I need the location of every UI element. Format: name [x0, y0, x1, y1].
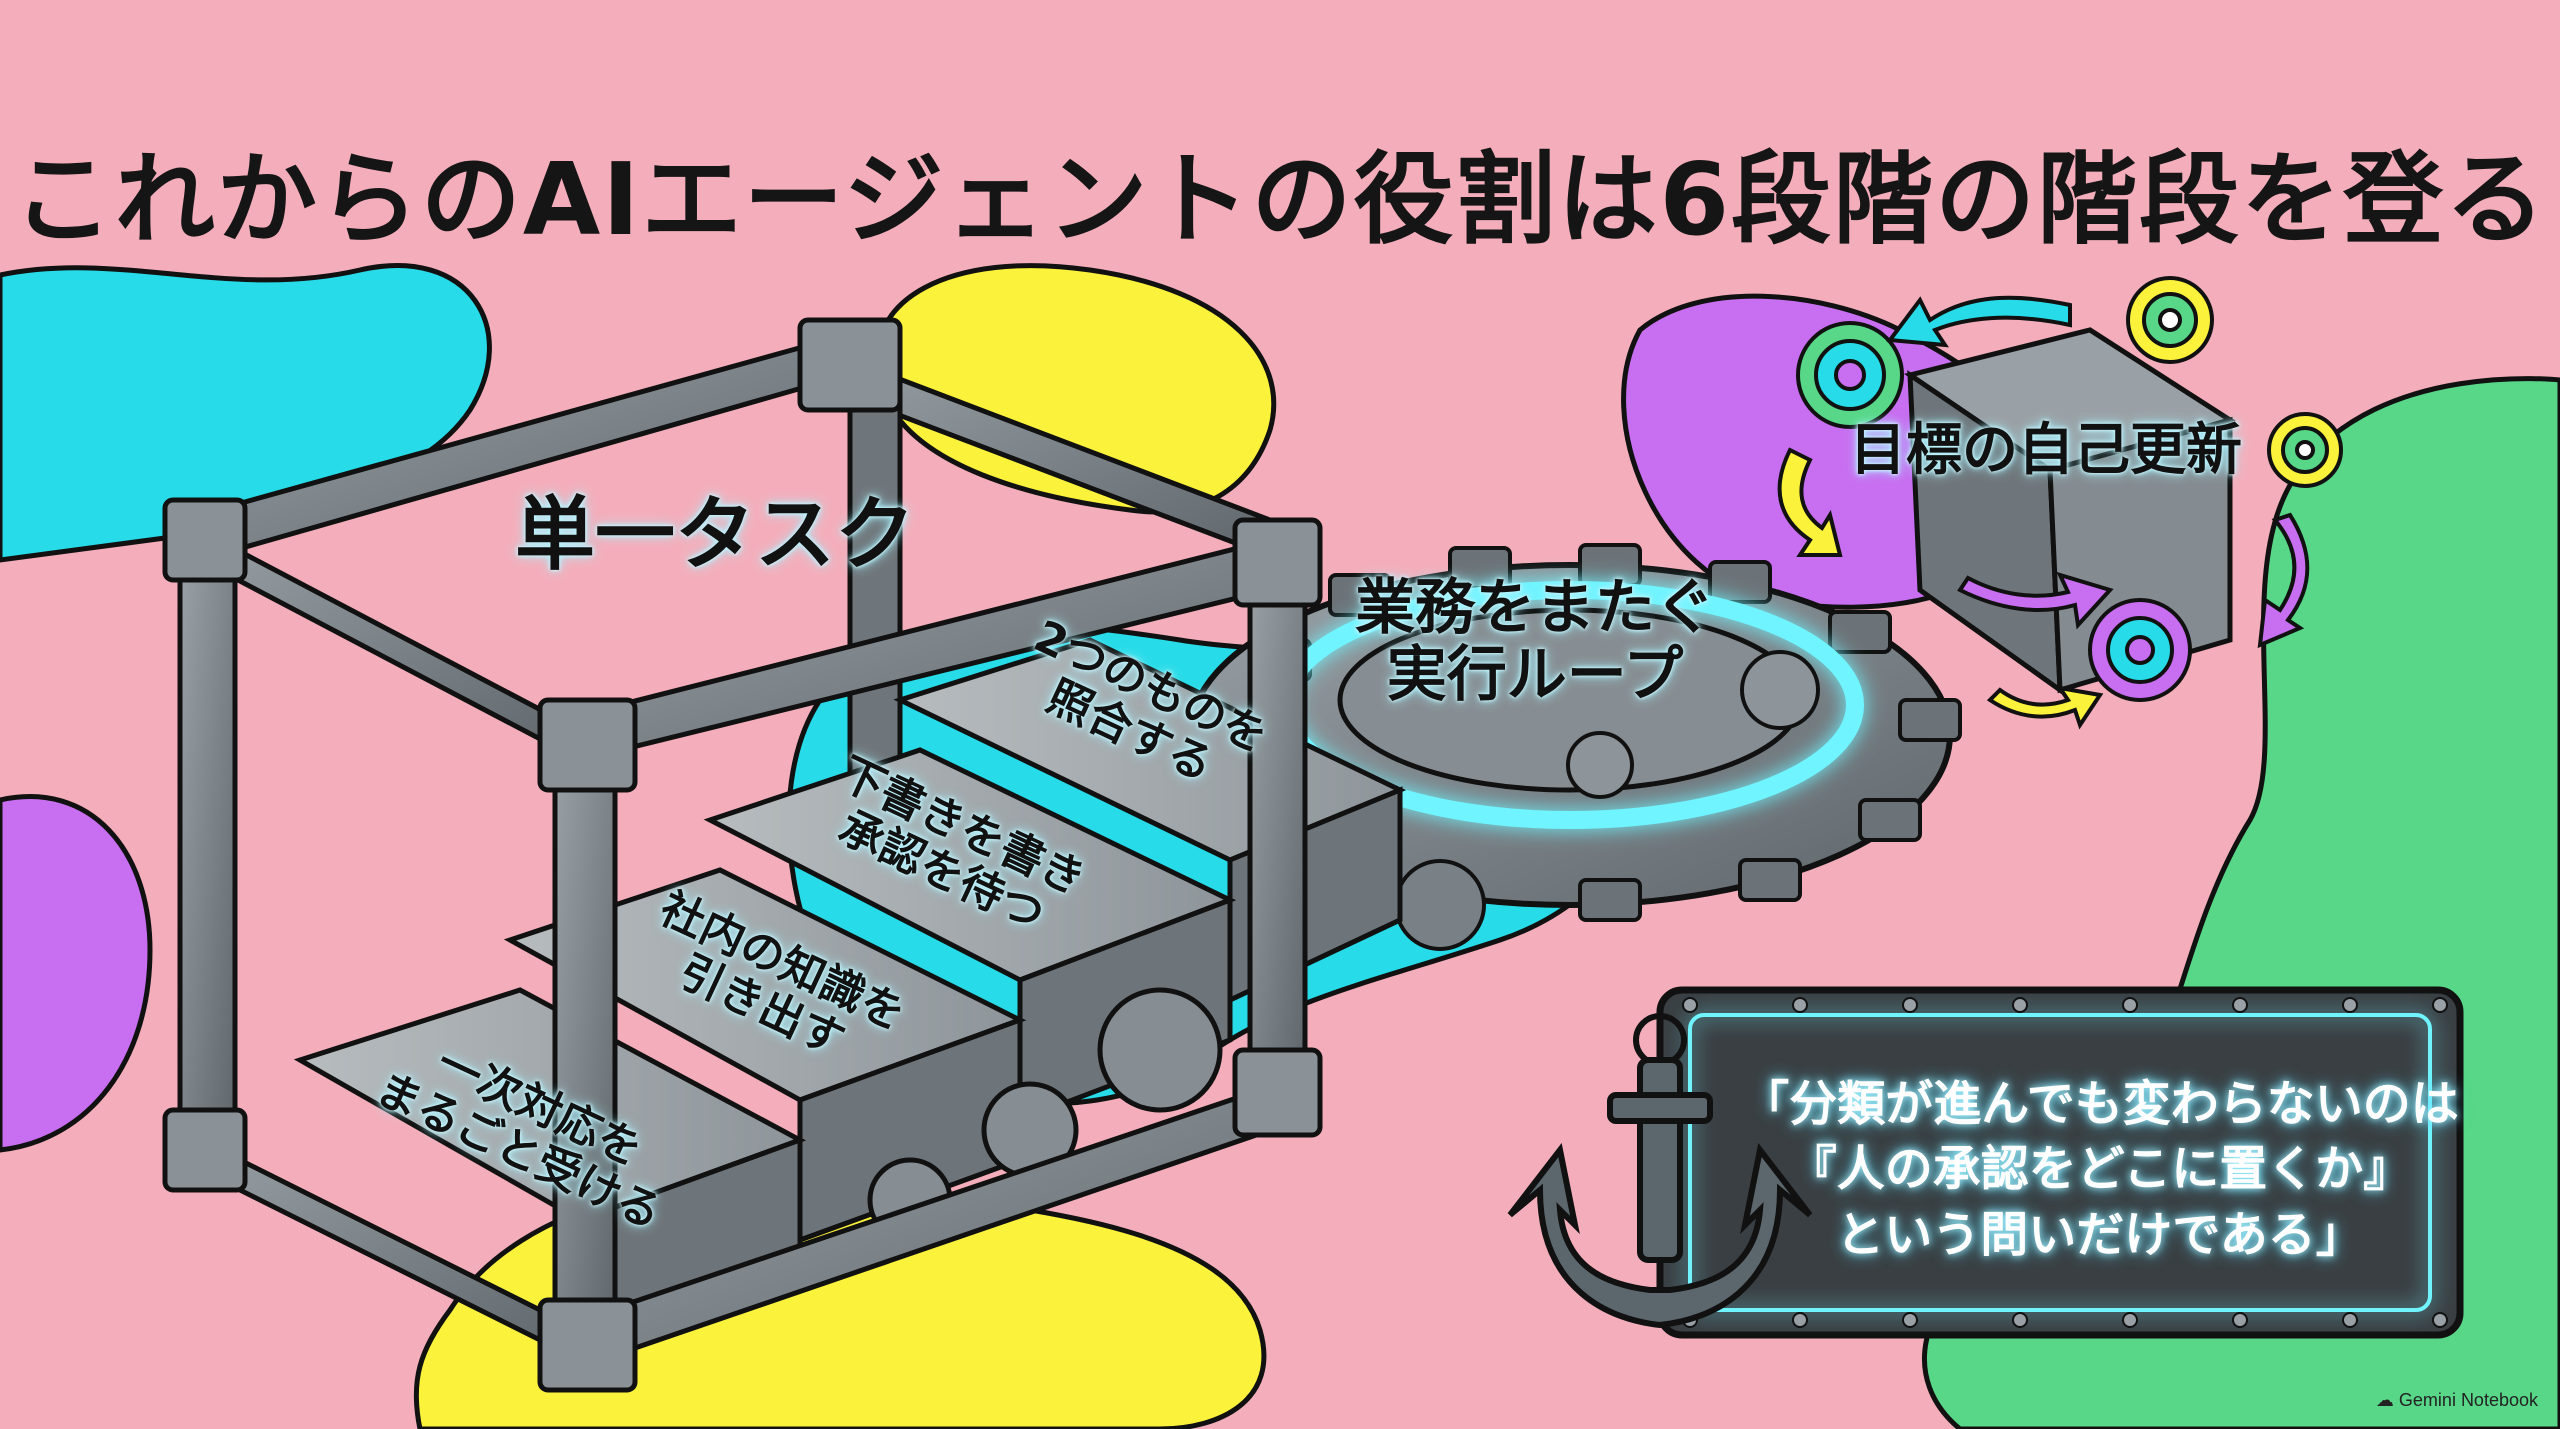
arrow-icon-1 [1886, 295, 2072, 348]
arrow-icon-3 [1957, 571, 2114, 630]
cycle-arrows [1777, 295, 2310, 730]
frame-corners [162, 317, 1323, 1393]
arrow-icon-5 [1986, 685, 2104, 730]
goal-update-label: 目標の自己更新 [1850, 418, 2242, 483]
frame-post-right [1247, 557, 1308, 1083]
target-icon-4 [2088, 598, 2192, 702]
quote-plaque-group [1507, 986, 2464, 1339]
quote-plaque-inner [1688, 1013, 2432, 1312]
page-title: これからのAIエージェントの役割は6段階の階段を登る [12, 141, 2548, 258]
single-task-label: 単一タスク [515, 488, 915, 581]
target-icon-1 [1796, 321, 1904, 429]
small-gear-1 [1740, 650, 1820, 730]
loop-label: 業務をまたぐ 実行ループ [1355, 573, 1715, 711]
target-icons [1796, 276, 2343, 702]
plaque-rivets [1682, 997, 2448, 1328]
arrow-icon-4 [2257, 512, 2310, 649]
stair-frame [162, 317, 1407, 1393]
small-gear-2 [1566, 731, 1634, 799]
cube-right [2047, 416, 2233, 694]
frame-post-left [177, 547, 238, 1153]
purple-blob-left [0, 794, 153, 1153]
watermark: ☁ Gemini Notebook [2375, 1390, 2538, 1410]
small-gear-3 [1394, 859, 1486, 951]
target-icon-3 [2267, 412, 2343, 488]
arrow-icon-2 [1777, 447, 1843, 557]
quote-text: 「分類が進んでも変わらないのは 『人の承認をどこに置くか』 という問いだけである… [1741, 1076, 2459, 1263]
frame-post-front [552, 732, 618, 1358]
goal-cube [1777, 276, 2343, 730]
target-icon-2 [2126, 276, 2214, 364]
anchor-icon [1507, 1013, 1813, 1329]
stair-gear-1 [1097, 987, 1223, 1113]
gemini-logo-icon: ☁ [2375, 1390, 2394, 1410]
yellow-blob-top [874, 263, 1277, 515]
